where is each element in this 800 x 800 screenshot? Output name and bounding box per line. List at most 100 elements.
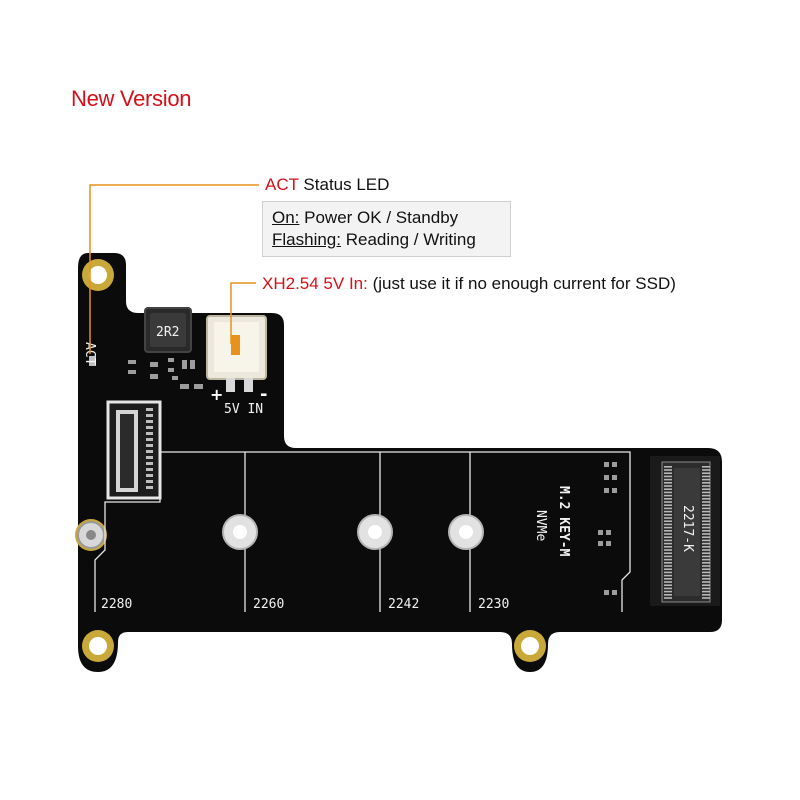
fpc-connector (106, 400, 162, 500)
socket-pin (702, 520, 710, 522)
socket-pin (664, 498, 672, 500)
act-led-label: ACT Status LED (265, 175, 389, 195)
socket-pin (702, 546, 710, 548)
socket-pin (702, 565, 710, 567)
led-state-on: On: Power OK / Standby (272, 207, 510, 229)
socket-pin (702, 482, 710, 484)
socket-pin (702, 549, 710, 551)
socket-pin (702, 542, 710, 545)
socket-pin (664, 523, 672, 526)
socket-pin (702, 514, 710, 516)
socket-pin (664, 507, 672, 510)
socket-pin (702, 530, 710, 532)
socket-pin (664, 574, 672, 577)
socket-pin (664, 491, 672, 494)
socket-pin (702, 494, 710, 497)
socket-pin (702, 504, 710, 506)
socket-pin (702, 552, 710, 554)
socket-pin (664, 539, 672, 542)
socket-pin (664, 482, 672, 484)
socket-pin (702, 594, 710, 596)
socket-pin (702, 578, 710, 580)
socket-pin (702, 507, 710, 510)
socket-pin (702, 501, 710, 503)
standoff-hole (448, 514, 484, 550)
socket-pin (702, 568, 710, 570)
socket-pin (664, 555, 672, 558)
size-label-2242: 2242 (388, 597, 419, 612)
socket-pin (702, 475, 710, 478)
act-leader-line (89, 184, 259, 354)
socket-pins (664, 466, 710, 599)
xh-power-connector (206, 315, 267, 392)
socket-pin (664, 504, 672, 506)
socket-pin (702, 533, 710, 535)
slot-title: M.2 KEY-M (556, 486, 571, 557)
led-state-text: Reading / Writing (340, 230, 476, 249)
socket-pin (664, 597, 672, 599)
socket-pin (664, 469, 672, 471)
socket-pin (664, 478, 672, 481)
socket-pin (664, 581, 672, 583)
m2-socket: 2217-K (650, 456, 720, 606)
socket-pin (702, 587, 710, 590)
power-leader-line (230, 282, 256, 344)
smd-components (128, 358, 203, 389)
socket-pin (664, 494, 672, 497)
mounting-hole (82, 630, 114, 662)
power-input-label: XH2.54 5V In: (just use it if no enough … (262, 274, 676, 294)
socket-pin (702, 523, 710, 526)
socket-pin (702, 485, 710, 487)
socket-pin (664, 485, 672, 487)
socket-code: 2217-K (680, 505, 695, 552)
socket-pin (702, 597, 710, 599)
mounting-hole (75, 519, 107, 551)
socket-pin (702, 526, 710, 529)
socket-pin (664, 562, 672, 564)
mounting-hole (514, 630, 546, 662)
socket-pin (702, 478, 710, 481)
socket-pin (702, 574, 710, 577)
socket-pin (664, 587, 672, 590)
socket-pin (664, 466, 672, 468)
socket-pin (664, 571, 672, 574)
led-states-box: On: Power OK / Standby Flashing: Reading… (262, 201, 511, 257)
socket-pin (702, 539, 710, 542)
slot-subtitle: NVMe (533, 510, 548, 541)
standoff-hole (357, 514, 393, 550)
socket-pin (664, 565, 672, 567)
size-label-2280: 2280 (101, 597, 132, 612)
socket-pin (664, 549, 672, 551)
act-led-label-rest: Status LED (298, 175, 390, 194)
page-title: New Version (71, 86, 192, 111)
socket-pin (664, 475, 672, 478)
socket-pin (664, 501, 672, 503)
mounting-hole (82, 259, 114, 291)
socket-pin (702, 498, 710, 500)
socket-pin (702, 491, 710, 494)
socket-pin (664, 530, 672, 532)
socket-pin (702, 558, 710, 561)
connector-silk-label: 5V IN (224, 402, 263, 417)
socket-pin (664, 517, 672, 519)
act-led (89, 356, 96, 366)
socket-pin (702, 469, 710, 471)
socket-pin (664, 546, 672, 548)
socket-pin (664, 520, 672, 522)
socket-pin (664, 533, 672, 535)
power-input-label-red: XH2.54 5V In: (262, 274, 368, 293)
led-state-flashing: Flashing: Reading / Writing (272, 229, 510, 251)
slot-smd-components (598, 462, 617, 595)
socket-pin (664, 578, 672, 580)
socket-pin (664, 536, 672, 538)
led-state-text: Power OK / Standby (299, 208, 459, 227)
socket-pin (664, 488, 672, 490)
inductor-marking: 2R2 (156, 325, 179, 340)
size-label-2230: 2230 (478, 597, 509, 612)
size-label-2260: 2260 (253, 597, 284, 612)
socket-pin (702, 562, 710, 564)
socket-pin (702, 584, 710, 586)
led-state-key: On: (272, 208, 300, 227)
socket-pin (702, 571, 710, 574)
